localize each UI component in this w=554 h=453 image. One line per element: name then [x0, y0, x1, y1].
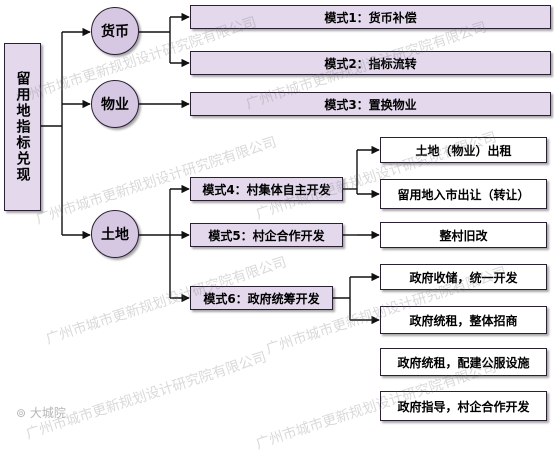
root-node-retained-land: 留用地指标兑现 — [4, 43, 41, 211]
option-gov-reserve-develop: 政府收储，统一开发 — [380, 264, 547, 290]
category-land-label: 土地 — [101, 227, 129, 243]
logo-text: 大城院 — [29, 406, 66, 420]
mode-6-box: 模式6：政府统筹开发 — [190, 286, 333, 310]
brand-logo: ⊚ 大城院 — [16, 404, 66, 421]
mode-2-label: 模式2：指标流转 — [324, 56, 417, 71]
option-label: 政府指导，村企合作开发 — [397, 399, 530, 414]
mode-4-label: 模式4：村集体自主开发 — [202, 182, 331, 197]
mode-3-label: 模式3：置换物业 — [324, 97, 417, 112]
category-currency: 货币 — [91, 7, 139, 55]
option-label: 政府统租，配建公服设施 — [397, 355, 530, 370]
mode-1-label: 模式1：货币补偿 — [324, 10, 417, 25]
option-gov-lease-facilities: 政府统租，配建公服设施 — [380, 348, 547, 376]
mode-5-label: 模式5：村企合作开发 — [208, 228, 325, 243]
category-currency-label: 货币 — [101, 24, 129, 40]
mode-6-label: 模式6：政府统筹开发 — [203, 291, 320, 306]
option-label: 政府统租，整体招商 — [409, 313, 518, 328]
option-land-market-transfer: 留用地入市出让（转让） — [380, 179, 547, 209]
mode-5-box: 模式5：村企合作开发 — [190, 223, 343, 247]
option-label: 留用地入市出让（转让） — [397, 187, 530, 202]
option-label: 整村旧改 — [439, 228, 488, 243]
mode-1-box: 模式1：货币补偿 — [190, 5, 551, 29]
option-gov-guided-cooperation: 政府指导，村企合作开发 — [380, 391, 547, 421]
logo-icon: ⊚ — [16, 406, 27, 420]
category-property-label: 物业 — [101, 97, 129, 113]
mode-4-box: 模式4：村集体自主开发 — [190, 177, 343, 201]
option-land-property-lease: 土地（物业）出租 — [380, 137, 547, 163]
option-label: 政府收储，统一开发 — [409, 270, 518, 285]
category-land: 土地 — [91, 210, 139, 258]
option-label: 土地（物业）出租 — [415, 143, 512, 158]
category-property: 物业 — [91, 80, 139, 128]
option-gov-lease-invest: 政府统租，整体招商 — [380, 306, 547, 334]
connector-lines — [41, 12, 380, 325]
mode-3-box: 模式3：置换物业 — [190, 92, 551, 116]
root-node-label: 留用地指标兑现 — [14, 71, 31, 183]
mode-2-box: 模式2：指标流转 — [190, 51, 551, 75]
option-village-renewal: 整村旧改 — [380, 222, 547, 248]
